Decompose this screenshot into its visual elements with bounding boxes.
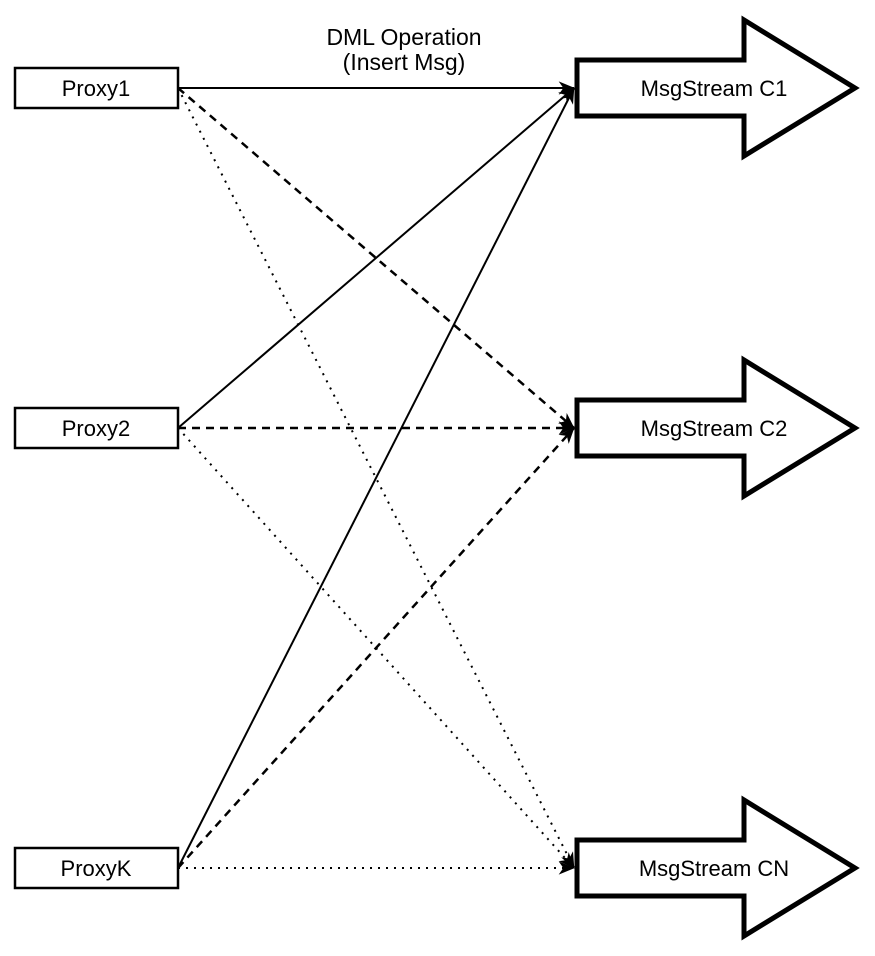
connections xyxy=(177,81,575,875)
msgstream-c1-label: MsgStream C1 xyxy=(641,76,788,101)
proxy1-node: Proxy1 xyxy=(13,66,180,110)
proxyk-label: ProxyK xyxy=(61,856,132,881)
msgstream-cn-label: MsgStream CN xyxy=(639,856,789,881)
connection-proxy1-cn xyxy=(177,87,575,869)
proxy1-box xyxy=(13,66,180,110)
msgstream-c2-arrow xyxy=(574,355,860,501)
proxyk-box xyxy=(13,846,180,890)
proxyk-node: ProxyK xyxy=(13,846,180,890)
connection-proxyk-c1 xyxy=(177,87,575,869)
msgstream-c2-node: MsgStream C2 xyxy=(574,355,860,501)
msgstream-c1-node: MsgStream C1 xyxy=(574,15,860,161)
proxy2-node: Proxy2 xyxy=(13,406,180,450)
connection-proxy1-c2 xyxy=(177,87,575,429)
connection-proxyk-c2 xyxy=(177,427,575,869)
msgstream-cn-node: MsgStream CN xyxy=(574,795,860,941)
proxy1-label: Proxy1 xyxy=(62,76,130,101)
msgstream-cn-arrow xyxy=(574,795,860,941)
msgstream-c1-arrow xyxy=(574,15,860,161)
proxy2-label: Proxy2 xyxy=(62,416,130,441)
proxy2-box xyxy=(13,406,180,450)
diagram-title-line2: (Insert Msg) xyxy=(343,49,466,75)
diagram-title-line1: DML Operation xyxy=(326,24,481,50)
connection-proxy2-c1 xyxy=(177,87,575,429)
msgstream-c2-label: MsgStream C2 xyxy=(641,416,788,441)
